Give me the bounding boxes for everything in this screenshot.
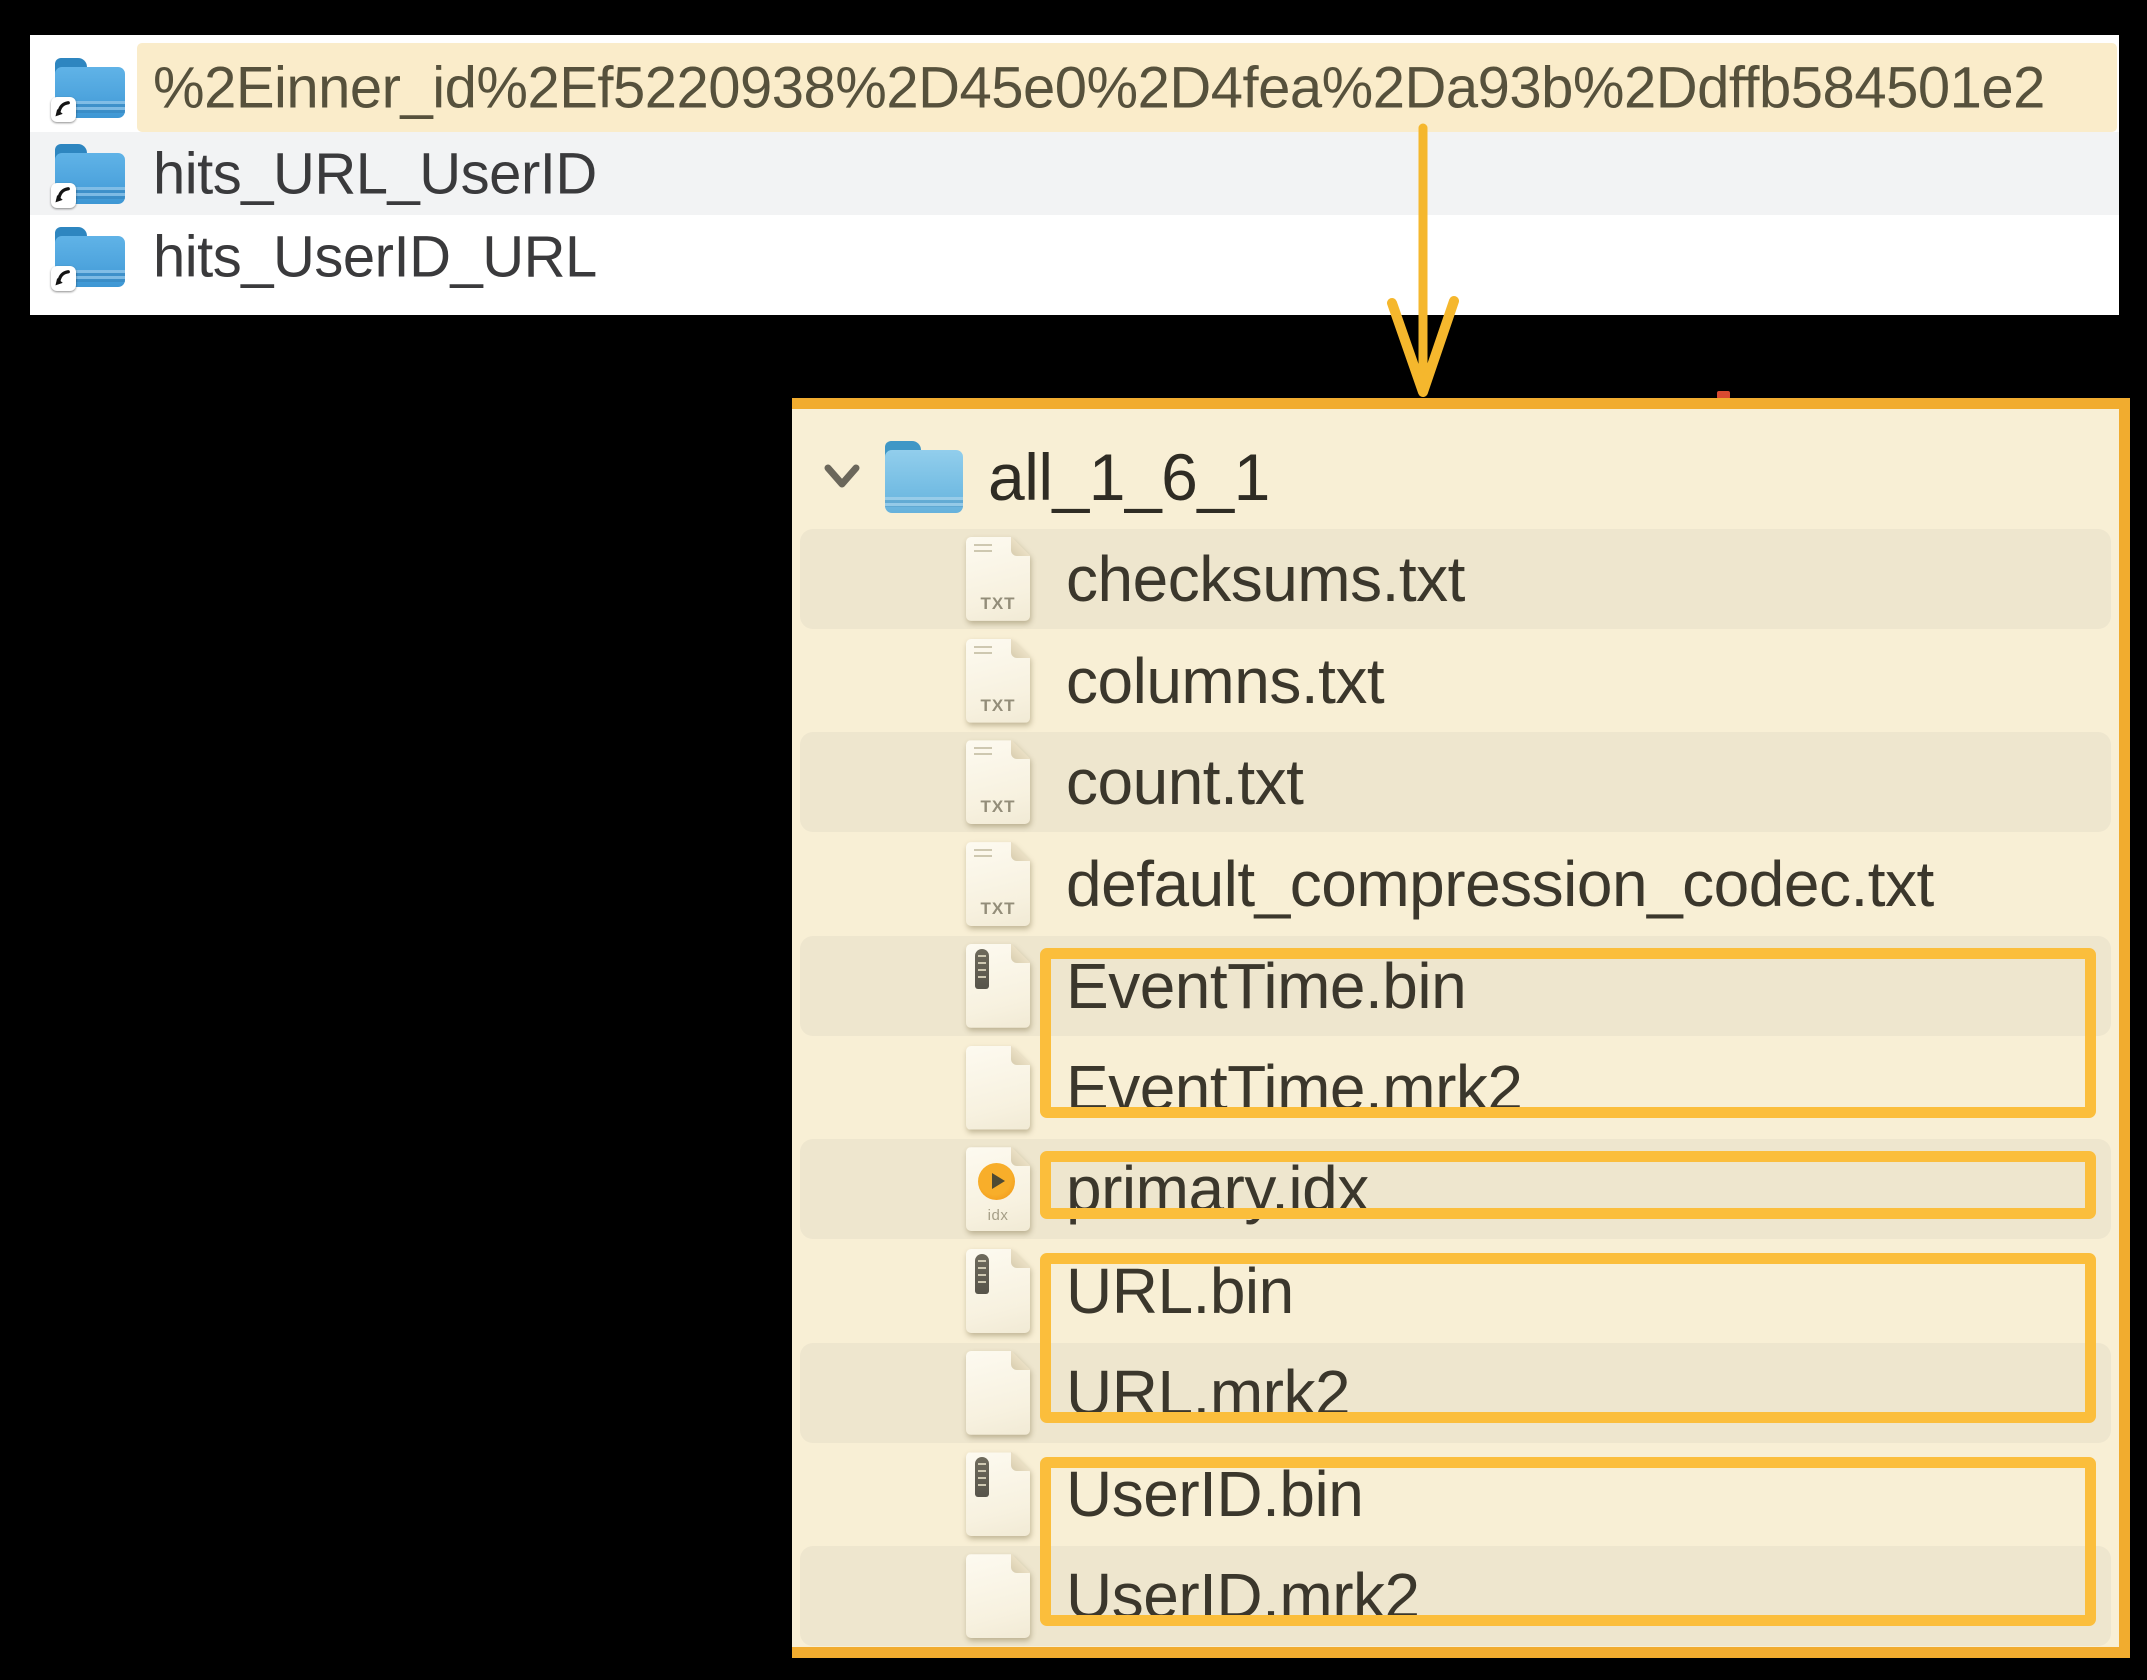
finder-row[interactable]: hits_URL_UserID bbox=[30, 132, 2119, 215]
file-name: count.txt bbox=[1066, 746, 1304, 819]
finder-row-name: hits_UserID_URL bbox=[153, 224, 597, 289]
file-name: UserID.bin bbox=[1066, 1458, 1364, 1531]
txt-file-icon: TXT bbox=[966, 740, 1030, 824]
annotation-box bbox=[1040, 948, 2096, 1118]
part-folder-name: all_1_6_1 bbox=[988, 439, 1270, 514]
blank-file-icon bbox=[966, 1554, 1030, 1638]
txt-file-icon: TXT bbox=[966, 638, 1030, 723]
folder-alias-icon bbox=[51, 226, 125, 291]
bin-file-icon bbox=[966, 943, 1030, 1028]
txt-file-icon: TXT bbox=[966, 842, 1030, 926]
part-file-row[interactable]: TXT count.txt bbox=[792, 731, 2119, 833]
part-file-row[interactable]: UserID.mrk2 bbox=[792, 1545, 2119, 1647]
folder-icon bbox=[885, 440, 963, 513]
alias-arrow-badge bbox=[51, 96, 76, 122]
finder-row-name: %2Einner_id%2Ef5220938%2D45e0%2D4fea%2Da… bbox=[153, 55, 2045, 120]
annotation-box bbox=[1040, 1457, 2096, 1626]
alias-arrow-badge bbox=[51, 182, 76, 208]
blank-file-icon bbox=[966, 1350, 1030, 1435]
part-file-row[interactable]: URL.bin bbox=[792, 1240, 2119, 1342]
folder-alias-icon bbox=[51, 143, 125, 208]
chevron-down-icon[interactable] bbox=[822, 462, 862, 492]
red-mark bbox=[1717, 391, 1730, 399]
txt-file-icon: TXT bbox=[966, 536, 1030, 621]
finder-row[interactable]: %2Einner_id%2Ef5220938%2D45e0%2D4fea%2Da… bbox=[30, 43, 2119, 132]
part-file-row[interactable]: TXT columns.txt bbox=[792, 630, 2119, 732]
idx-file-icon: idx bbox=[966, 1147, 1030, 1231]
file-name: columns.txt bbox=[1066, 644, 1385, 717]
part-file-row[interactable]: TXT default_compression_codec.txt bbox=[792, 833, 2119, 935]
file-name: checksums.txt bbox=[1066, 542, 1465, 615]
bin-file-icon bbox=[966, 1452, 1030, 1536]
file-name: default_compression_codec.txt bbox=[1066, 848, 1934, 921]
finder-row-name: hits_URL_UserID bbox=[153, 141, 597, 206]
part-folder-panel: all_1_6_1 TXT checksums.txt TXT columns.… bbox=[792, 398, 2130, 1658]
finder-list-panel: %2Einner_id%2Ef5220938%2D45e0%2D4fea%2Da… bbox=[30, 35, 2119, 315]
bin-file-icon bbox=[966, 1249, 1030, 1333]
finder-row[interactable]: hits_UserID_URL bbox=[30, 215, 2119, 298]
annotation-box bbox=[1040, 1253, 2096, 1423]
file-name: EventTime.bin bbox=[1066, 949, 1467, 1022]
folder-alias-icon bbox=[51, 57, 125, 122]
blank-file-icon bbox=[966, 1045, 1030, 1130]
part-file-row[interactable]: UserID.bin bbox=[792, 1444, 2119, 1546]
part-folder-header-row[interactable]: all_1_6_1 bbox=[792, 425, 2119, 528]
part-file-row[interactable]: TXT checksums.txt bbox=[792, 528, 2119, 630]
alias-arrow-badge bbox=[51, 265, 76, 291]
annotation-box bbox=[1040, 1151, 2096, 1219]
selected-row-highlight: %2Einner_id%2Ef5220938%2D45e0%2D4fea%2Da… bbox=[137, 43, 2117, 132]
file-name: URL.bin bbox=[1066, 1255, 1294, 1327]
